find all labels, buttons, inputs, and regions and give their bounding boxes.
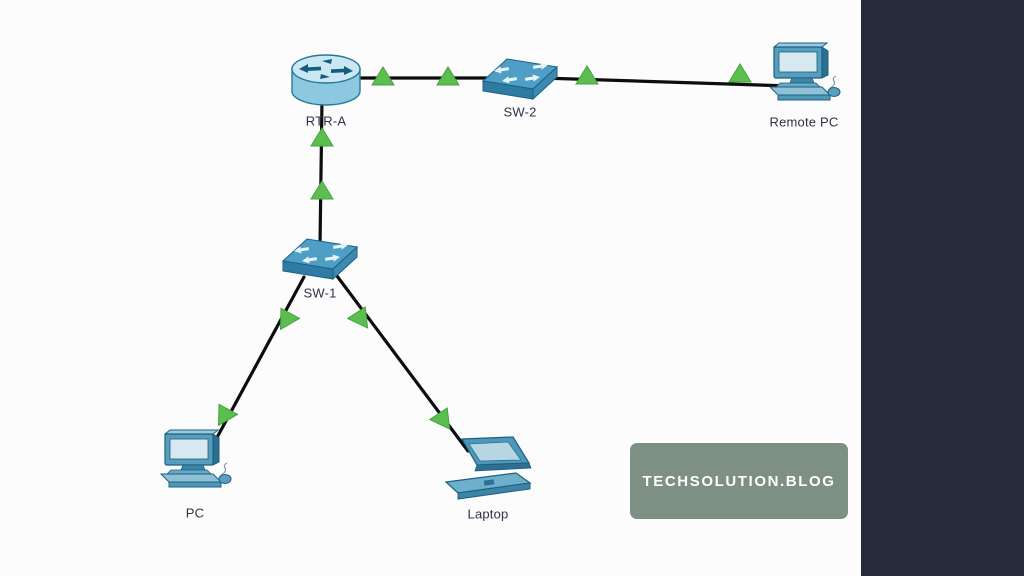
- switch-icon-sw-2[interactable]: [483, 59, 557, 99]
- laptop-icon-laptop[interactable]: [445, 436, 532, 500]
- device-label-pc: PC: [185, 505, 205, 521]
- switch-icon-sw-1[interactable]: [283, 239, 357, 279]
- device-label-laptop: Laptop: [467, 506, 509, 522]
- status-up-arrow-icon: [310, 127, 334, 147]
- status-up-arrow-icon: [310, 180, 334, 200]
- status-up-arrow-icon: [346, 306, 369, 329]
- pc-icon-remote-pc[interactable]: [769, 42, 841, 101]
- status-up-arrow-icon: [436, 66, 460, 86]
- watermark-text: TECHSOLUTION.BLOG: [642, 472, 836, 490]
- pc-icon-pc[interactable]: [160, 429, 232, 488]
- status-up-arrow-icon: [279, 307, 301, 331]
- right-dark-panel: [861, 0, 1024, 576]
- status-up-arrow-icon: [428, 407, 451, 430]
- device-label-sw-2: SW-2: [503, 104, 537, 120]
- status-up-arrow-icon: [575, 65, 599, 85]
- device-label-rtr-a: RTR-A: [305, 113, 347, 129]
- status-up-arrow-icon: [371, 66, 395, 86]
- watermark-badge: TECHSOLUTION.BLOG: [630, 443, 848, 519]
- router-icon-rtr-a[interactable]: [291, 54, 361, 106]
- device-label-remote-pc: Remote PC: [769, 114, 839, 130]
- status-up-arrow-icon: [217, 403, 239, 427]
- status-up-arrow-icon: [728, 63, 752, 83]
- device-label-sw-1: SW-1: [303, 285, 337, 301]
- cable-rtr-a--sw-1[interactable]: [318, 98, 324, 248]
